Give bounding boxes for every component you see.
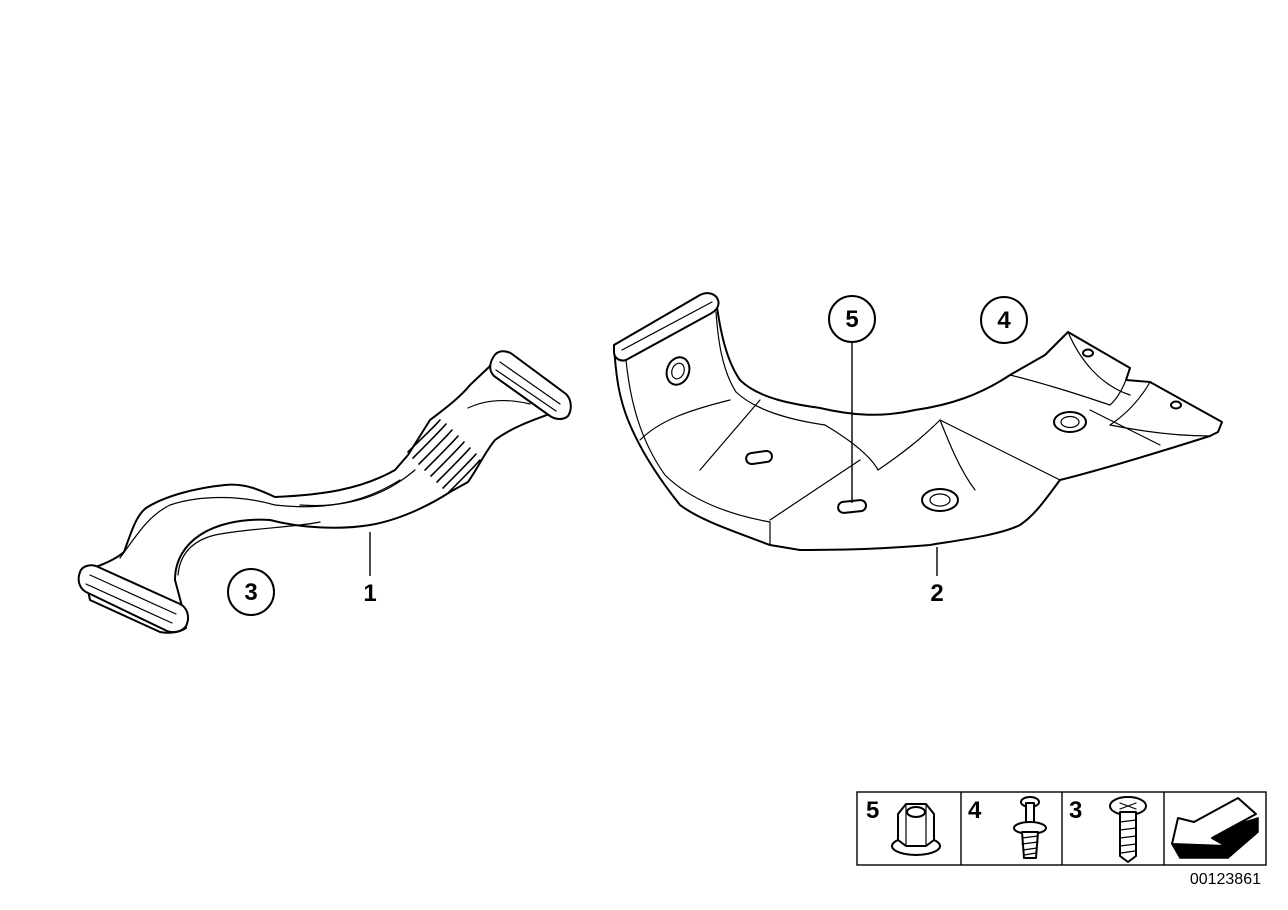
callout-5: 5 bbox=[828, 295, 876, 343]
direction-arrow-icon bbox=[1170, 797, 1259, 859]
diagram-id: 00123861 bbox=[1190, 871, 1261, 888]
duct-bellows bbox=[407, 419, 481, 493]
callout-3-number: 3 bbox=[244, 579, 257, 606]
part-number-1: 1 bbox=[363, 580, 376, 607]
flange-nut-icon bbox=[891, 803, 941, 856]
legend-number-3: 3 bbox=[1069, 797, 1082, 824]
expanding-rivet-icon bbox=[1013, 796, 1047, 859]
callout-4-number: 4 bbox=[997, 307, 1011, 334]
phillips-screw-icon bbox=[1109, 796, 1147, 863]
bracket-part-2 bbox=[613, 292, 1223, 551]
legend-number-5: 5 bbox=[866, 797, 879, 824]
legend-number-4: 4 bbox=[968, 797, 982, 824]
air-duct-part-1 bbox=[77, 350, 572, 634]
callout-3: 3 bbox=[227, 568, 275, 616]
part-number-2: 2 bbox=[930, 580, 943, 607]
callout-4: 4 bbox=[980, 296, 1028, 344]
hardware-legend: 5 4 3 bbox=[856, 791, 1267, 866]
callout-5-number: 5 bbox=[845, 306, 858, 333]
